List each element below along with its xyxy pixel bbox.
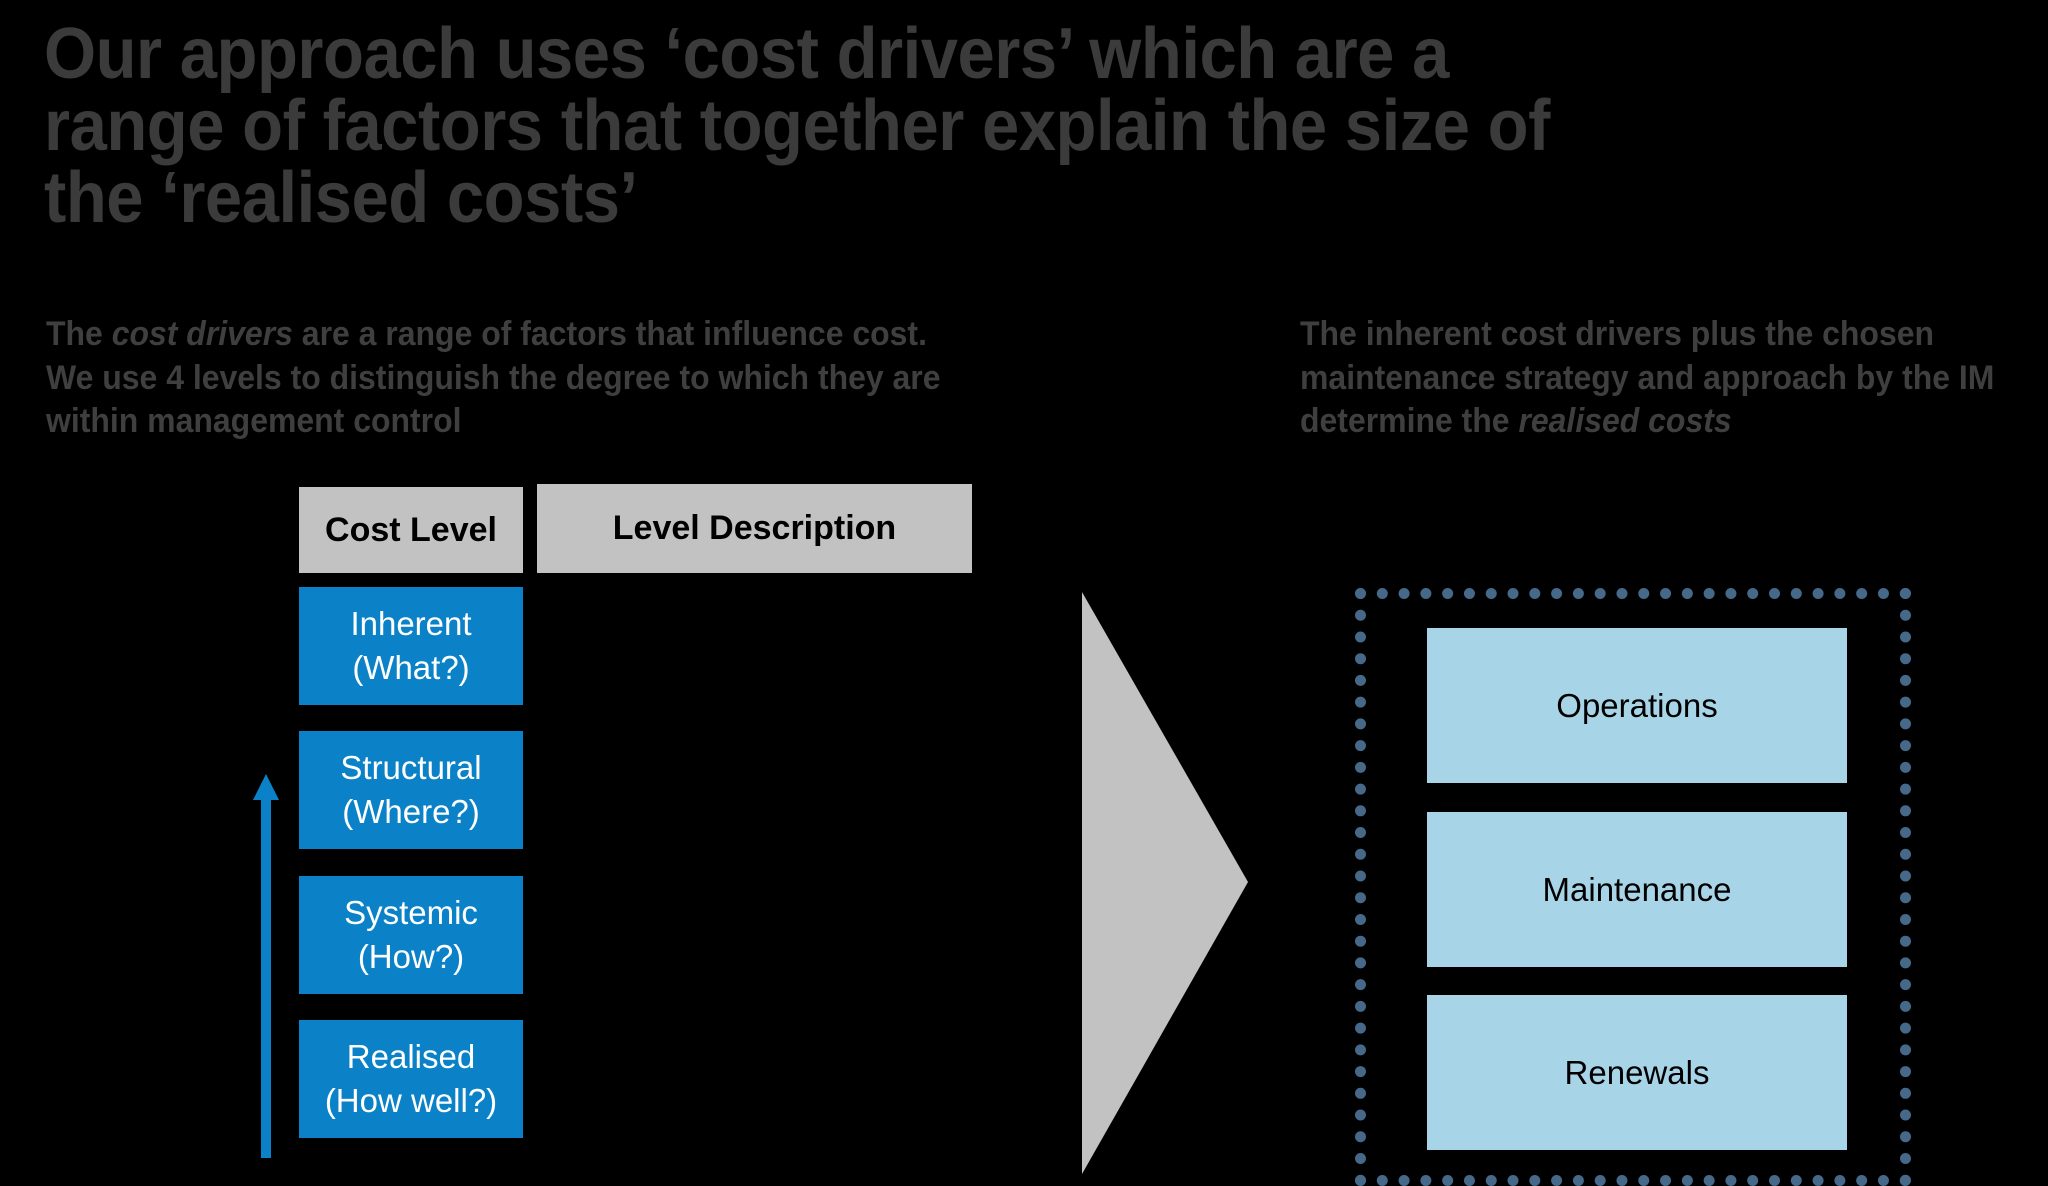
cost-level-box-structural[interactable]: Structural (Where?)	[299, 731, 523, 849]
cost-level-box-realised[interactable]: Realised (How well?)	[299, 1020, 523, 1138]
cost-level-name: Systemic	[344, 894, 478, 932]
cost-box-renewals[interactable]: Renewals	[1427, 995, 1847, 1150]
cost-level-name: Structural	[340, 749, 482, 787]
cost-level-question: (How well?)	[324, 1082, 498, 1119]
intro-left-emphasis: cost drivers	[111, 315, 293, 353]
cost-level-question: (What?)	[352, 649, 470, 686]
cost-box-operations[interactable]: Operations	[1427, 628, 1847, 783]
cost-box-label: Renewals	[1564, 1053, 1710, 1091]
upward-arrow-icon	[253, 774, 279, 1158]
intro-left-part1: The	[46, 315, 112, 353]
table-header-cost-level: Cost Level	[299, 487, 523, 573]
cost-level-name: Realised	[346, 1038, 476, 1076]
cost-level-question: (Where?)	[342, 793, 480, 830]
page-title: Our approach uses ‘cost drivers’ which a…	[44, 14, 1550, 238]
table-header-level-description: Level Description	[537, 484, 972, 573]
intro-right-emphasis: realised costs	[1518, 402, 1732, 441]
intro-paragraph-left: The cost drivers are a range of factors …	[46, 313, 948, 444]
cost-box-maintenance[interactable]: Maintenance	[1427, 812, 1847, 967]
cost-level-box-systemic[interactable]: Systemic (How?)	[299, 876, 523, 994]
intro-right-part1: The inherent cost drivers plus the chose…	[1300, 315, 1995, 441]
cost-box-label: Operations	[1556, 686, 1718, 724]
cost-level-question: (How?)	[357, 938, 465, 975]
cost-level-box-inherent[interactable]: Inherent (What?)	[299, 587, 523, 705]
cost-box-label: Maintenance	[1542, 870, 1732, 908]
process-arrow-icon	[1082, 592, 1248, 1174]
intro-paragraph-right: The inherent cost drivers plus the chose…	[1300, 313, 2014, 444]
cost-level-name: Inherent	[350, 605, 472, 643]
realised-costs-group	[1355, 588, 1911, 1186]
intro-left-part2: are a range of factors that influence co…	[46, 315, 941, 441]
